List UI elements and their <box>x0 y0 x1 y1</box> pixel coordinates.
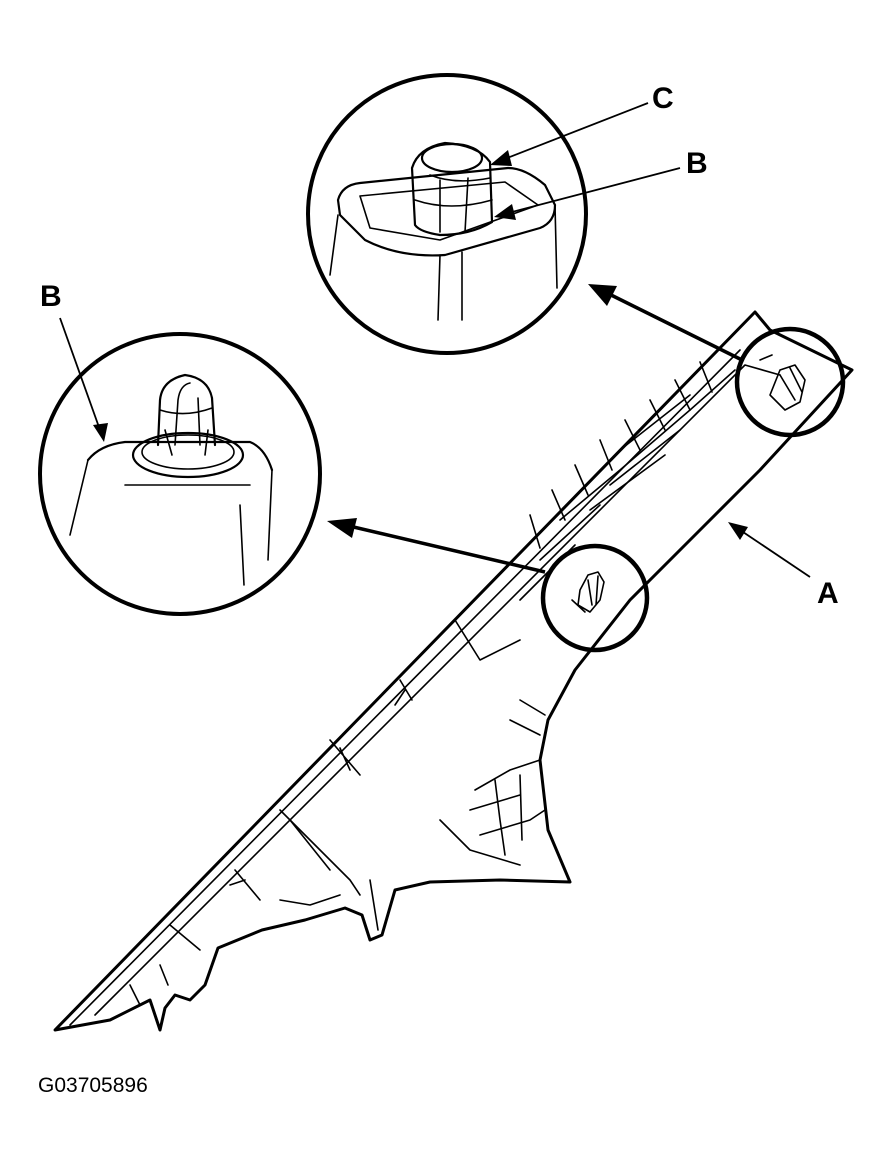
callout-c-arrowhead <box>490 150 512 166</box>
top-detail-view <box>306 73 588 355</box>
callout-a-leader <box>739 529 811 578</box>
callout-b-right-leader <box>507 167 681 214</box>
lower-detail-arrowhead <box>327 518 357 538</box>
callout-b-right-arrowhead <box>494 204 516 220</box>
callout-c-label: C <box>652 82 674 115</box>
callout-b-left-leader <box>59 317 101 431</box>
callout-a-label: A <box>817 577 839 610</box>
callout-b-left-label: B <box>40 280 62 313</box>
upper-detail-arrowhead <box>588 284 617 306</box>
callout-b-left-arrowhead <box>93 423 108 442</box>
callout-c-leader <box>501 102 649 161</box>
clip-location-lower-circle <box>540 543 650 653</box>
upper-detail-arrow <box>604 290 743 362</box>
clip-location-upper-circle <box>734 326 846 438</box>
trim-panel <box>53 310 854 1032</box>
figure-id: G03705896 <box>38 1074 148 1097</box>
callout-b-right-label: B <box>686 147 708 180</box>
left-detail-view <box>38 332 322 616</box>
lower-detail-arrow <box>344 523 546 574</box>
callout-a-arrowhead <box>728 522 748 540</box>
